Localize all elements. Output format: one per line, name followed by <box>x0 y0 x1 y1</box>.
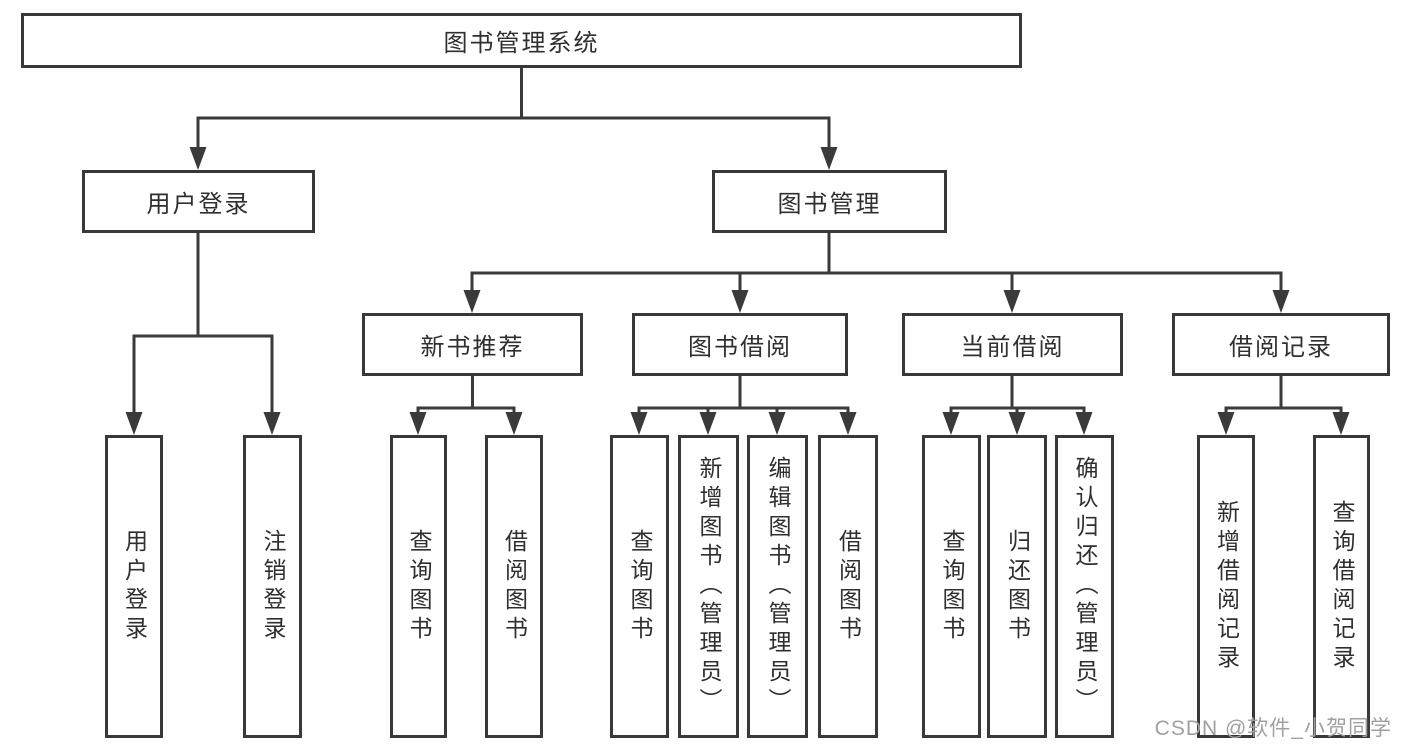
leaf-borrowing-query-books-label: 查询图书 <box>627 528 653 645</box>
node-library-management-system: 图书管理系统 <box>21 13 1022 68</box>
node-book-management: 图书管理 <box>712 170 947 233</box>
node-new-book-recommend: 新书推荐 <box>362 313 583 376</box>
leaf-edit-book-admin-label: 编辑图书（管理员） <box>765 456 791 717</box>
leaf-current-query-books: 查询图书 <box>922 435 981 738</box>
leaf-logout-login-label: 注销登录 <box>260 528 286 645</box>
leaf-borrowing-borrow-books: 借阅图书 <box>818 435 878 738</box>
leaf-borrowing-query-books: 查询图书 <box>610 435 669 738</box>
leaf-return-books-label: 归还图书 <box>1004 528 1031 645</box>
leaf-user-login: 用户登录 <box>105 435 163 738</box>
leaf-newbook-query-books: 查询图书 <box>390 435 447 738</box>
leaf-add-borrow-record-label: 新增借阅记录 <box>1213 499 1240 674</box>
leaf-confirm-return-admin: 确认归还（管理员） <box>1055 435 1114 738</box>
leaf-borrowing-borrow-books-label: 借阅图书 <box>835 528 862 645</box>
leaf-logout-login: 注销登录 <box>243 435 302 738</box>
node-current-borrowing: 当前借阅 <box>902 313 1123 376</box>
csdn-watermark: CSDN @软件_小贺同学 <box>1154 717 1392 740</box>
leaf-edit-book-admin: 编辑图书（管理员） <box>747 435 808 738</box>
leaf-confirm-return-admin-label: 确认归还（管理员） <box>1072 456 1098 717</box>
leaf-return-books: 归还图书 <box>987 435 1047 738</box>
leaf-add-book-admin: 新增图书（管理员） <box>678 435 739 738</box>
leaf-add-book-admin-label: 新增图书（管理员） <box>696 456 722 717</box>
node-book-borrowing: 图书借阅 <box>632 313 848 376</box>
node-user-login: 用户登录 <box>82 170 315 233</box>
leaf-newbook-borrow-books: 借阅图书 <box>485 435 543 738</box>
leaf-query-borrow-record: 查询借阅记录 <box>1313 435 1370 738</box>
leaf-newbook-query-books-label: 查询图书 <box>406 528 432 645</box>
leaf-add-borrow-record: 新增借阅记录 <box>1197 435 1255 738</box>
leaf-current-query-books-label: 查询图书 <box>939 528 965 645</box>
leaf-newbook-borrow-books-label: 借阅图书 <box>501 528 528 645</box>
leaf-user-login-label: 用户登录 <box>121 528 148 645</box>
leaf-query-borrow-record-label: 查询借阅记录 <box>1329 499 1355 674</box>
node-borrowing-records: 借阅记录 <box>1172 313 1390 376</box>
